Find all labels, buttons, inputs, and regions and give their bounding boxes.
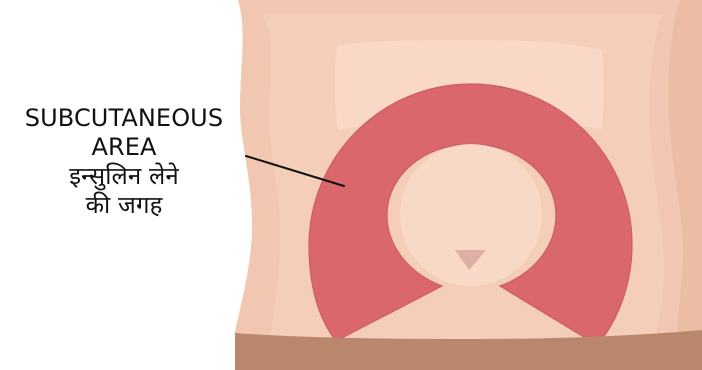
subcutaneous-area-label: SUBCUTANEOUS AREA इन्सुलिन लेने की जगह bbox=[0, 104, 248, 220]
label-line-hindi-2: की जगह bbox=[0, 191, 248, 220]
label-line-hindi-1: इन्सुलिन लेने bbox=[0, 162, 248, 191]
label-line-area: AREA bbox=[0, 133, 248, 162]
label-line-subcutaneous: SUBCUTANEOUS bbox=[0, 104, 248, 133]
